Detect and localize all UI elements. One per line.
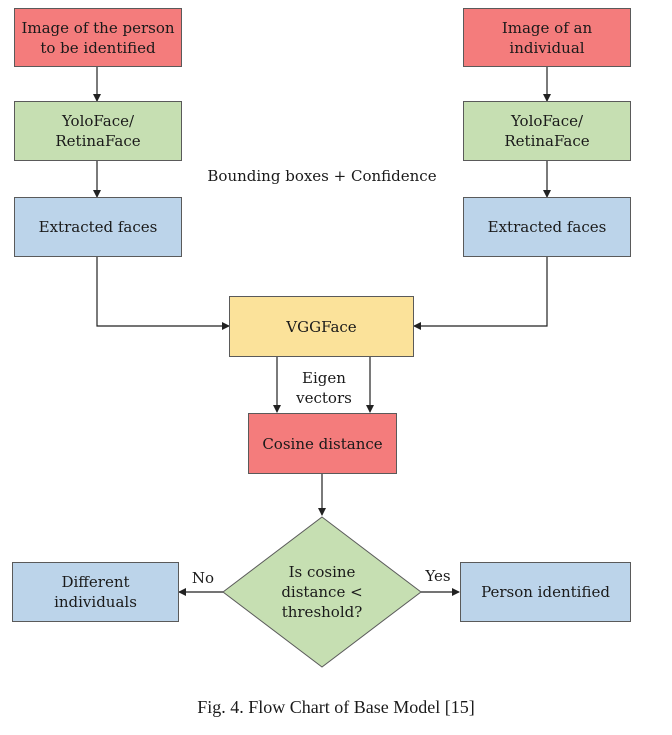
left-faces-box: Extracted faces: [14, 197, 182, 257]
figure-caption: Fig. 4. Flow Chart of Base Model [15]: [197, 697, 475, 717]
right-faces-box: Extracted faces: [463, 197, 631, 257]
eigen-vectors-label: Eigen vectors: [296, 369, 352, 407]
person-identified-box: Person identified: [460, 562, 631, 622]
arrow-left-faces-to-vggface: [96, 257, 230, 330]
arrow-right-faces-to-vggface: [413, 257, 548, 330]
different-individuals-box: Different individuals: [12, 562, 179, 622]
left-detector-box: YoloFace/ RetinaFace: [14, 101, 182, 161]
cosine-distance-box: Cosine distance: [248, 413, 397, 474]
right-detector-box: YoloFace/ RetinaFace: [463, 101, 631, 161]
decision-diamond: [222, 516, 422, 668]
vggface-box: VGGFace: [229, 296, 414, 357]
bounding-boxes-label: Bounding boxes + Confidence: [207, 167, 437, 185]
yes-label: Yes: [425, 567, 451, 585]
left-input-box: Image of the person to be identified: [14, 8, 182, 67]
decision-text: Is cosine distance < threshold?: [281, 563, 363, 621]
right-input-box: Image of an individual: [463, 8, 631, 67]
no-label: No: [191, 569, 215, 587]
